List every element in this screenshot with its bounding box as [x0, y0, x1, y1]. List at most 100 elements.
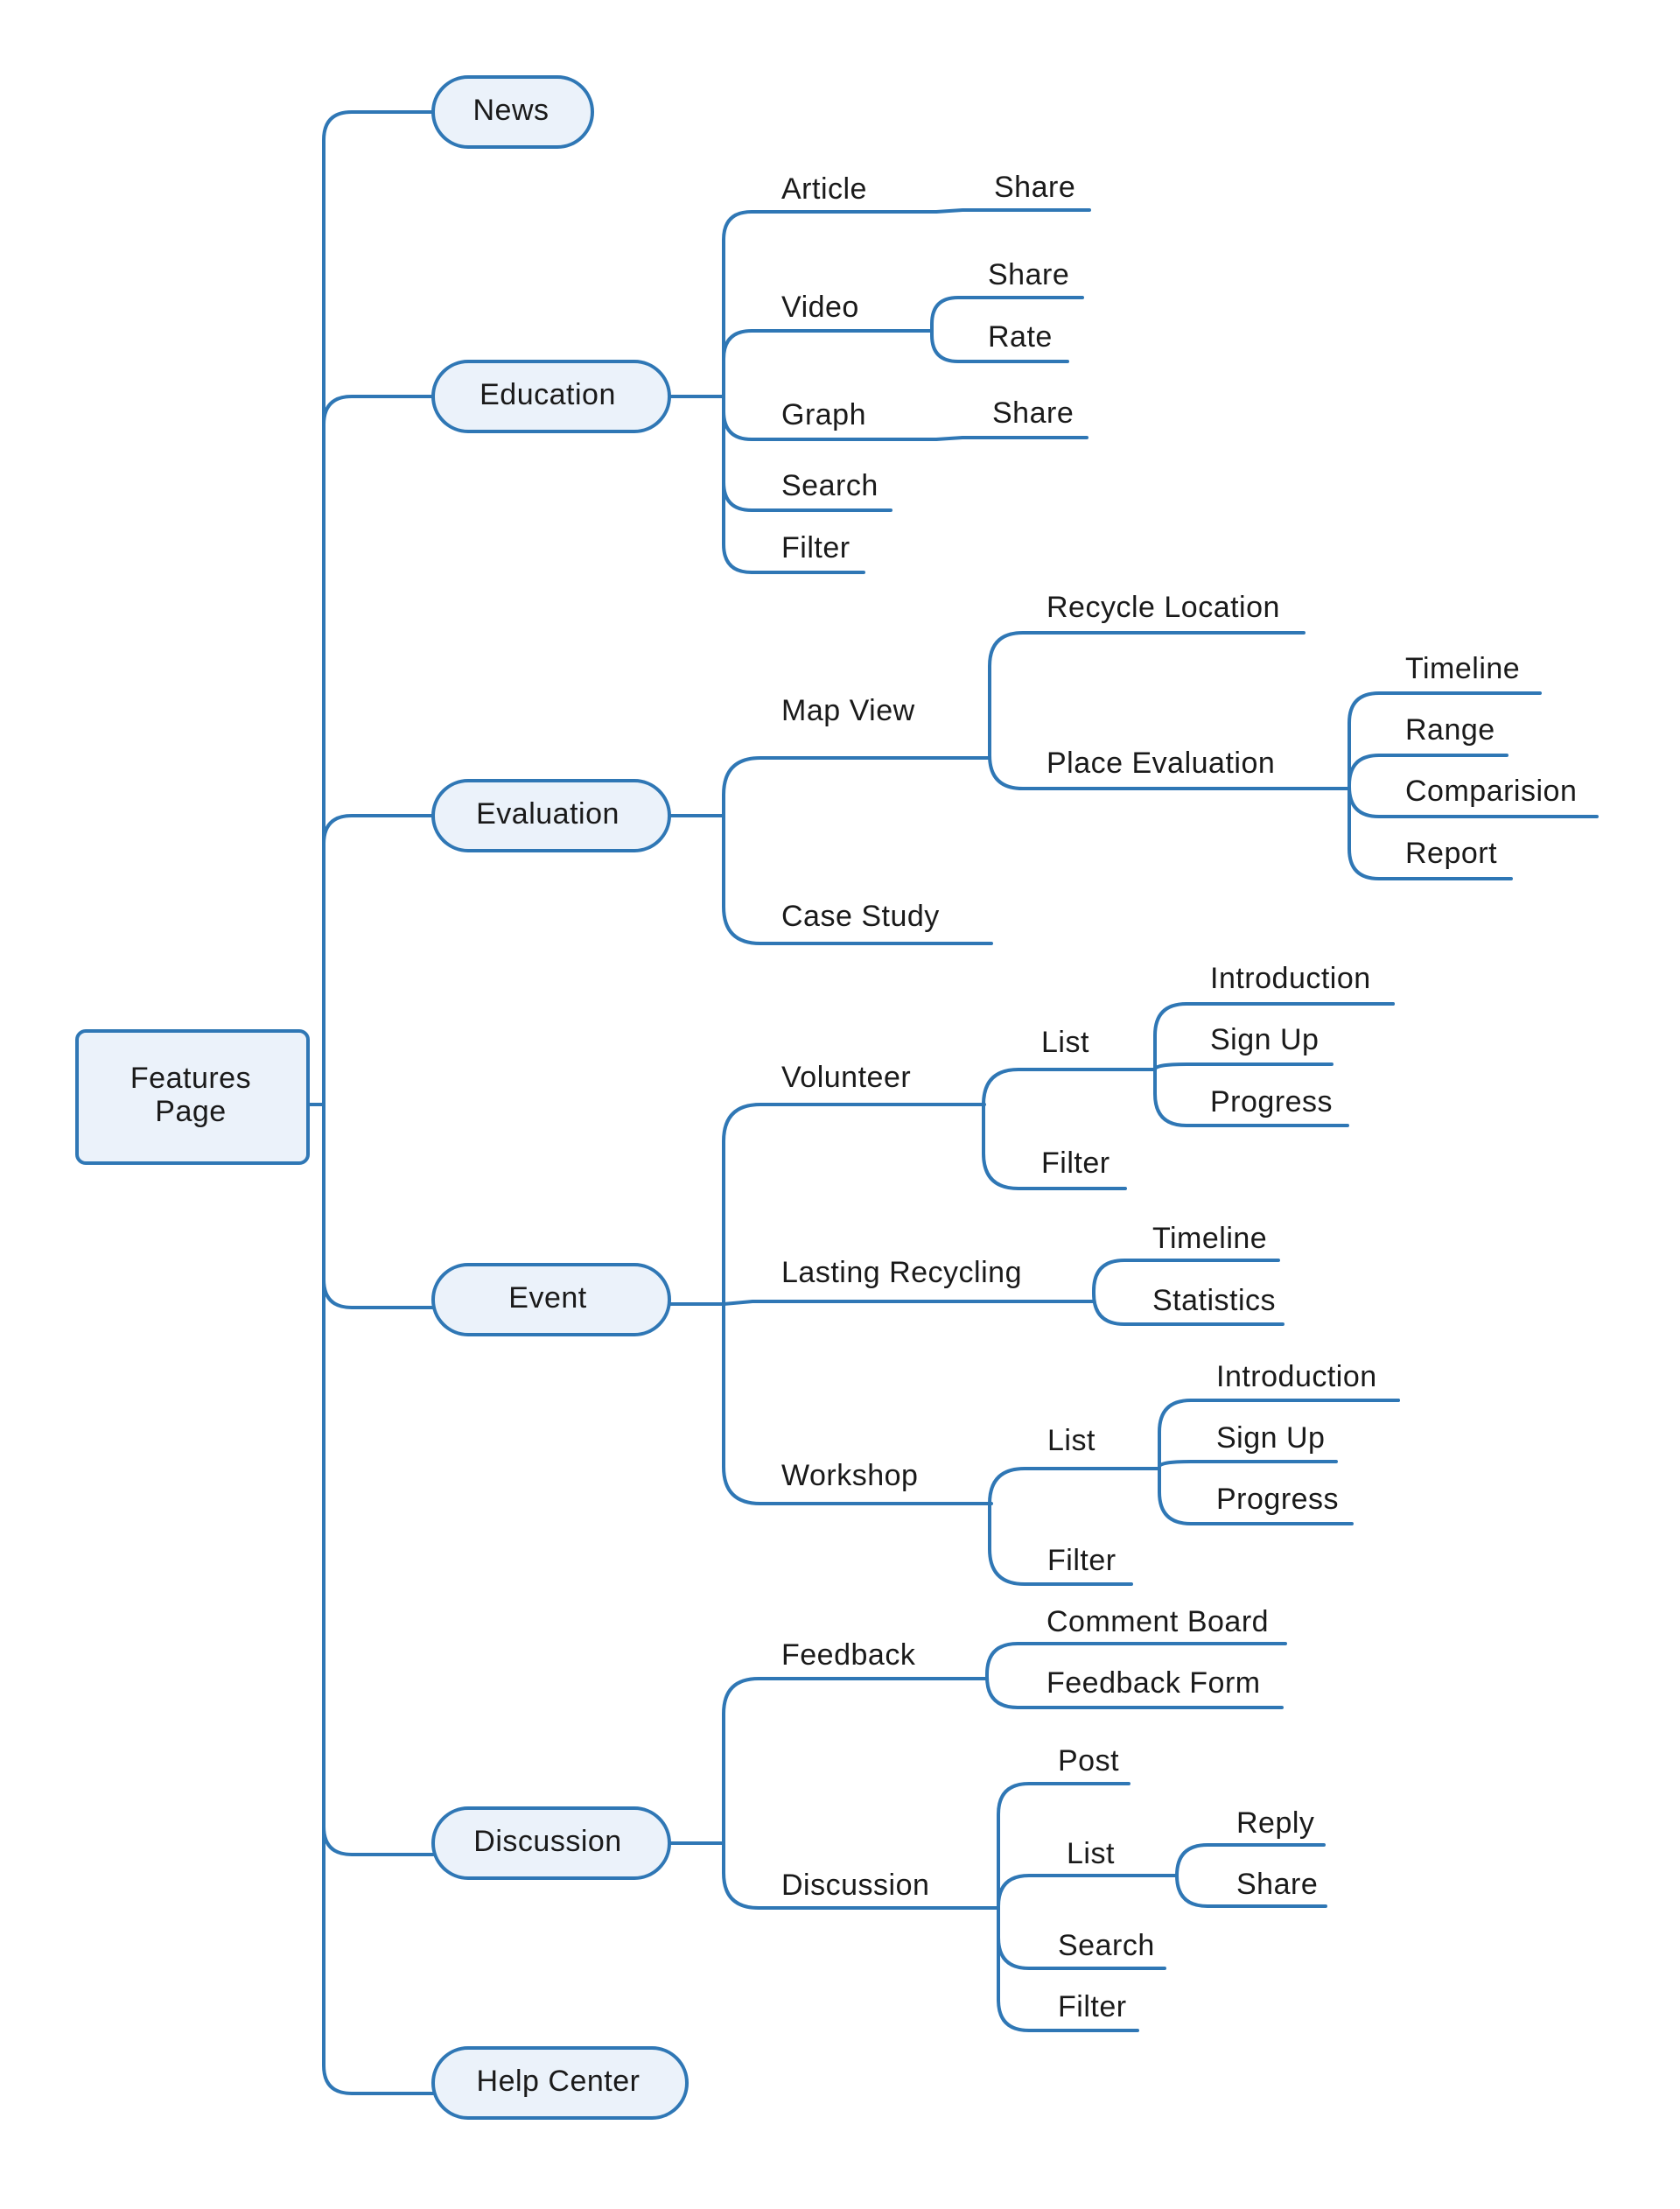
- leaf-lasting-timeline: Timeline: [1152, 1222, 1267, 1255]
- leaf-discussion: Discussion: [781, 1869, 929, 1902]
- leaf-volunteer: Volunteer: [781, 1061, 911, 1094]
- leaf-article-share: Share: [994, 171, 1075, 204]
- evaluation-leaves: Map View Recycle Location Place Evaluati…: [781, 591, 1577, 933]
- node-discussion: Discussion: [431, 1806, 671, 1880]
- trunk-line: [322, 110, 435, 2095]
- event-leaves: Volunteer List Introduction Sign Up Prog…: [781, 962, 1377, 1577]
- evaluation-box: [431, 779, 671, 852]
- leaf-list: List: [1067, 1837, 1115, 1870]
- node-news: News: [431, 75, 594, 149]
- mapview-fork: [988, 631, 1349, 790]
- leaf-volunteer-filter: Filter: [1041, 1147, 1110, 1180]
- education-to-search: [722, 480, 892, 512]
- leaf-article: Article: [781, 172, 867, 206]
- education-label: Education: [480, 378, 616, 411]
- evaluation-label: Evaluation: [476, 797, 620, 831]
- trunk-to-discussion: [322, 1825, 435, 1856]
- leaf-filter: Filter: [781, 531, 850, 565]
- workshop-list-vertical: [1158, 1399, 1400, 1525]
- workshop-fork: [988, 1467, 1158, 1586]
- discussion-leaves: Feedback Comment Board Feedback Form Dis…: [781, 1605, 1318, 2023]
- leaf-lasting-statistics: Statistics: [1152, 1284, 1276, 1317]
- leaf-workshop-list: List: [1047, 1424, 1096, 1457]
- node-help-center: Help Center: [431, 2046, 689, 2120]
- discussion-to-list: [997, 1874, 1179, 1908]
- event-to-lasting: [722, 1300, 1096, 1306]
- leaf-video: Video: [781, 291, 859, 324]
- discussion-box: [431, 1806, 671, 1880]
- workshop-list-to-signup: [1158, 1460, 1338, 1469]
- leaf-range: Range: [1405, 713, 1495, 747]
- education-box: [431, 360, 671, 433]
- trunk-to-event: [322, 1278, 435, 1309]
- place-eval-to-comparision: [1348, 785, 1599, 818]
- node-education: Education: [431, 360, 671, 433]
- graph-share-line: [934, 436, 1088, 441]
- leaf-graph-share: Share: [992, 396, 1074, 430]
- discussion-vertical: [722, 1677, 1000, 1910]
- news-label: News: [472, 94, 549, 127]
- leaf-volunteer-introduction: Introduction: [1210, 962, 1371, 995]
- leaf-video-rate: Rate: [988, 320, 1053, 354]
- leaf-volunteer-sign-up: Sign Up: [1210, 1023, 1319, 1056]
- leaf-search: Search: [781, 469, 878, 502]
- leaf-recycle-location: Recycle Location: [1046, 591, 1280, 624]
- leaf-video-share: Share: [988, 258, 1069, 291]
- trunk-to-evaluation: [322, 814, 435, 845]
- leaf-lasting-recycling: Lasting Recycling: [781, 1256, 1022, 1289]
- leaf-graph: Graph: [781, 398, 866, 431]
- root-box: [75, 1029, 310, 1165]
- education-vertical: [722, 210, 938, 574]
- leaf-post: Post: [1058, 1744, 1119, 1778]
- place-eval-to-range: [1348, 754, 1508, 787]
- connector-lines: [306, 110, 1599, 2095]
- leaf-comparision: Comparision: [1405, 775, 1577, 808]
- leaf-case-study: Case Study: [781, 900, 940, 933]
- leaf-search: Search: [1058, 1929, 1155, 1962]
- leaf-map-view: Map View: [781, 694, 915, 727]
- event-label: Event: [508, 1281, 586, 1315]
- education-to-graph: [722, 410, 938, 441]
- education-to-video: [722, 329, 934, 361]
- leaf-feedback-form: Feedback Form: [1046, 1666, 1261, 1700]
- leaf-workshop: Workshop: [781, 1459, 918, 1492]
- volunteer-list-to-signup: [1153, 1062, 1334, 1071]
- trunk-to-education: [322, 395, 435, 426]
- news-box: [431, 75, 594, 149]
- leaf-workshop-filter: Filter: [1047, 1544, 1116, 1577]
- video-fork: [930, 296, 1069, 363]
- leaf-volunteer-progress: Progress: [1210, 1085, 1333, 1119]
- leaf-comment-board: Comment Board: [1046, 1605, 1269, 1638]
- node-evaluation: Evaluation: [431, 779, 671, 852]
- lasting-fork: [1092, 1259, 1284, 1326]
- help-center-label: Help Center: [477, 2065, 640, 2098]
- leaf-reply: Reply: [1236, 1806, 1314, 1840]
- article-share-line: [934, 208, 1091, 214]
- volunteer-fork: [982, 1068, 1155, 1190]
- discussion-to-search: [997, 1936, 1166, 1970]
- education-leaves: Article Share Video Share Rate Graph Sha…: [781, 171, 1075, 565]
- leaf-filter: Filter: [1058, 1990, 1127, 2023]
- leaf-share: Share: [1236, 1868, 1318, 1901]
- leaf-volunteer-list: List: [1041, 1026, 1089, 1059]
- leaf-underlines: [1185, 1002, 1400, 1402]
- root-node: Features Page: [75, 1029, 310, 1165]
- leaf-place-evaluation: Place Evaluation: [1046, 747, 1275, 780]
- feedback-fork: [985, 1642, 1287, 1709]
- root-label-line2: Page: [155, 1095, 226, 1128]
- leaf-feedback: Feedback: [781, 1638, 916, 1672]
- discussion-label: Discussion: [473, 1825, 621, 1858]
- leaf-workshop-sign-up: Sign Up: [1216, 1421, 1325, 1455]
- leaf-workshop-progress: Progress: [1216, 1483, 1339, 1516]
- event-vertical: [722, 1103, 993, 1505]
- leaf-timeline: Timeline: [1405, 652, 1520, 685]
- evaluation-vertical: [722, 756, 993, 945]
- help-center-box: [431, 2046, 689, 2120]
- discussion-list-fork: [1175, 1843, 1327, 1908]
- leaf-report: Report: [1405, 837, 1497, 870]
- volunteer-list-vertical: [1153, 1002, 1395, 1127]
- node-event: Event: [431, 1263, 671, 1336]
- leaf-workshop-introduction: Introduction: [1216, 1360, 1377, 1393]
- event-box: [431, 1263, 671, 1336]
